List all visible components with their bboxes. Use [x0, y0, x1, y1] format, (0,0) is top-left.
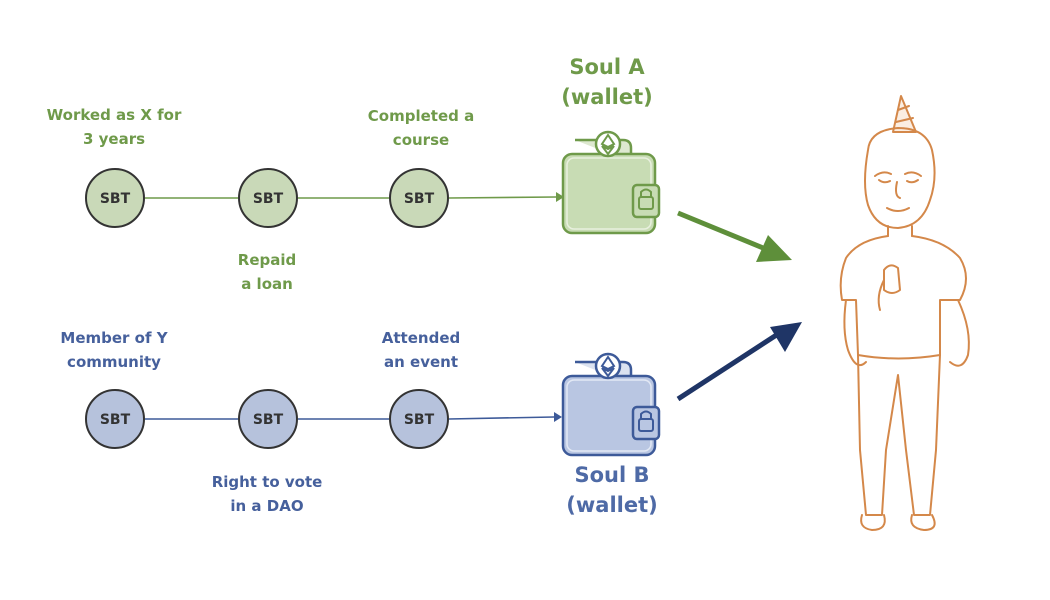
- sbt-node-label: SBT: [404, 412, 435, 428]
- sbt-node-a2: SBT: [238, 168, 298, 228]
- sbt-node-label: SBT: [404, 191, 435, 207]
- legs: [857, 354, 941, 516]
- connector-b3-arrowhead: [554, 412, 562, 422]
- sbt-node-label: SBT: [100, 191, 131, 207]
- soul-a-label: Soul A(wallet): [561, 55, 653, 109]
- sbt-node-a3: SBT: [389, 168, 449, 228]
- arrow-to-person-blue: [676, 322, 802, 402]
- wallet-icon: [561, 130, 661, 235]
- sbt-node-a1: SBT: [85, 168, 145, 228]
- sbt-node-label: SBT: [253, 412, 284, 428]
- soul-b-label: Soul B(wallet): [566, 463, 658, 517]
- row-a-connectors: [145, 192, 564, 202]
- party-hat: [892, 95, 917, 133]
- ethereum-icon: [594, 130, 622, 158]
- lock-icon: [631, 405, 661, 441]
- sbt-node-b3: SBT: [389, 389, 449, 449]
- sbt-node-label: SBT: [100, 412, 131, 428]
- arrow-to-person-green: [677, 210, 792, 262]
- torso: [839, 235, 967, 360]
- sbt-node-b1: SBT: [85, 389, 145, 449]
- wallet-icon: [561, 352, 661, 457]
- sbt-node-label: SBT: [253, 191, 284, 207]
- row-b-connectors: [145, 412, 562, 422]
- connector-a3-arrowhead: [556, 192, 564, 202]
- head: [864, 127, 936, 229]
- sbt-node-b2: SBT: [238, 389, 298, 449]
- connector-b3: [448, 416, 555, 420]
- person-figure: [839, 95, 970, 531]
- ethereum-icon: [594, 352, 622, 380]
- lock-icon: [631, 183, 661, 219]
- connector-a3: [448, 196, 557, 199]
